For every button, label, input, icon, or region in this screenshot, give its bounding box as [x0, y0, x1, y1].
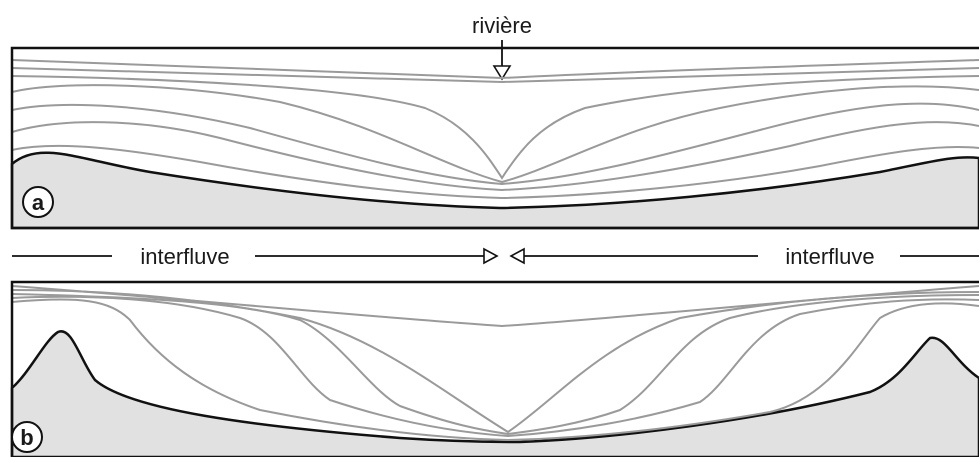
flow-line — [11, 285, 979, 328]
panel-b-flow-lines — [11, 285, 979, 442]
panel-a-frame — [10, 46, 979, 230]
flow-line — [11, 144, 979, 200]
panel-b-frame — [10, 280, 979, 457]
panel-a: a — [10, 46, 979, 230]
interfluve-row: interfluve interfluve — [12, 244, 979, 269]
river-arrow-head — [492, 65, 512, 81]
panel-b: b — [10, 280, 979, 457]
interfluve-right-label: interfluve — [785, 244, 874, 269]
flow-line — [11, 293, 979, 436]
panel-a-bedrock — [10, 151, 979, 230]
flow-line — [11, 289, 979, 434]
panel-b-bedrock — [10, 330, 979, 457]
flow-line — [11, 67, 979, 84]
panel-a-letter: a — [32, 190, 45, 215]
interfluve-left-arrowhead — [483, 247, 499, 265]
flow-line — [11, 102, 979, 186]
flow-line — [11, 84, 979, 184]
flow-line — [11, 59, 979, 80]
flow-line — [11, 121, 979, 192]
panel-a-flow-lines — [11, 59, 979, 200]
flow-line — [11, 298, 979, 442]
panel-b-marker — [11, 421, 43, 453]
panel-b-letter: b — [20, 425, 33, 450]
flow-line — [11, 295, 979, 438]
river-label: rivière — [472, 13, 532, 38]
interfluve-left-label: interfluve — [140, 244, 229, 269]
panel-a-marker — [22, 186, 54, 218]
interfluve-right-arrowhead — [509, 247, 525, 265]
flow-line — [11, 75, 979, 180]
